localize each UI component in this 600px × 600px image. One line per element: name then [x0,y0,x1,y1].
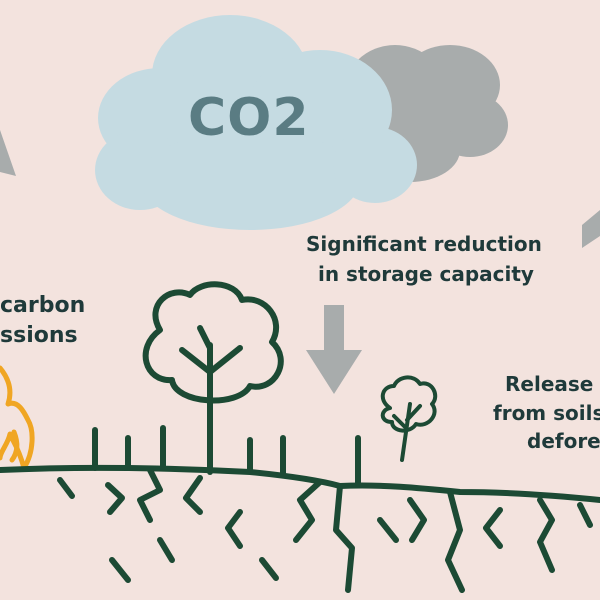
down-arrow [306,305,362,394]
right-label-line3: defore [527,429,600,453]
left-label-line2: ssions [0,323,78,348]
left-label-line1: carbon [0,293,86,318]
fire-icon [0,365,35,471]
left-up-arrow [0,130,16,176]
small-tree-icon [380,375,438,462]
ground-cracks [0,425,600,593]
right-label-line2: from soils [493,401,600,425]
center-label-line1: Significant reduction [306,232,542,256]
right-label-line1: Release [505,372,594,396]
tree-icon [142,281,284,475]
co2-label: CO2 [188,88,310,148]
right-up-arrow [582,210,600,248]
co2-cloud [95,15,417,230]
center-label-line2: in storage capacity [318,262,534,286]
